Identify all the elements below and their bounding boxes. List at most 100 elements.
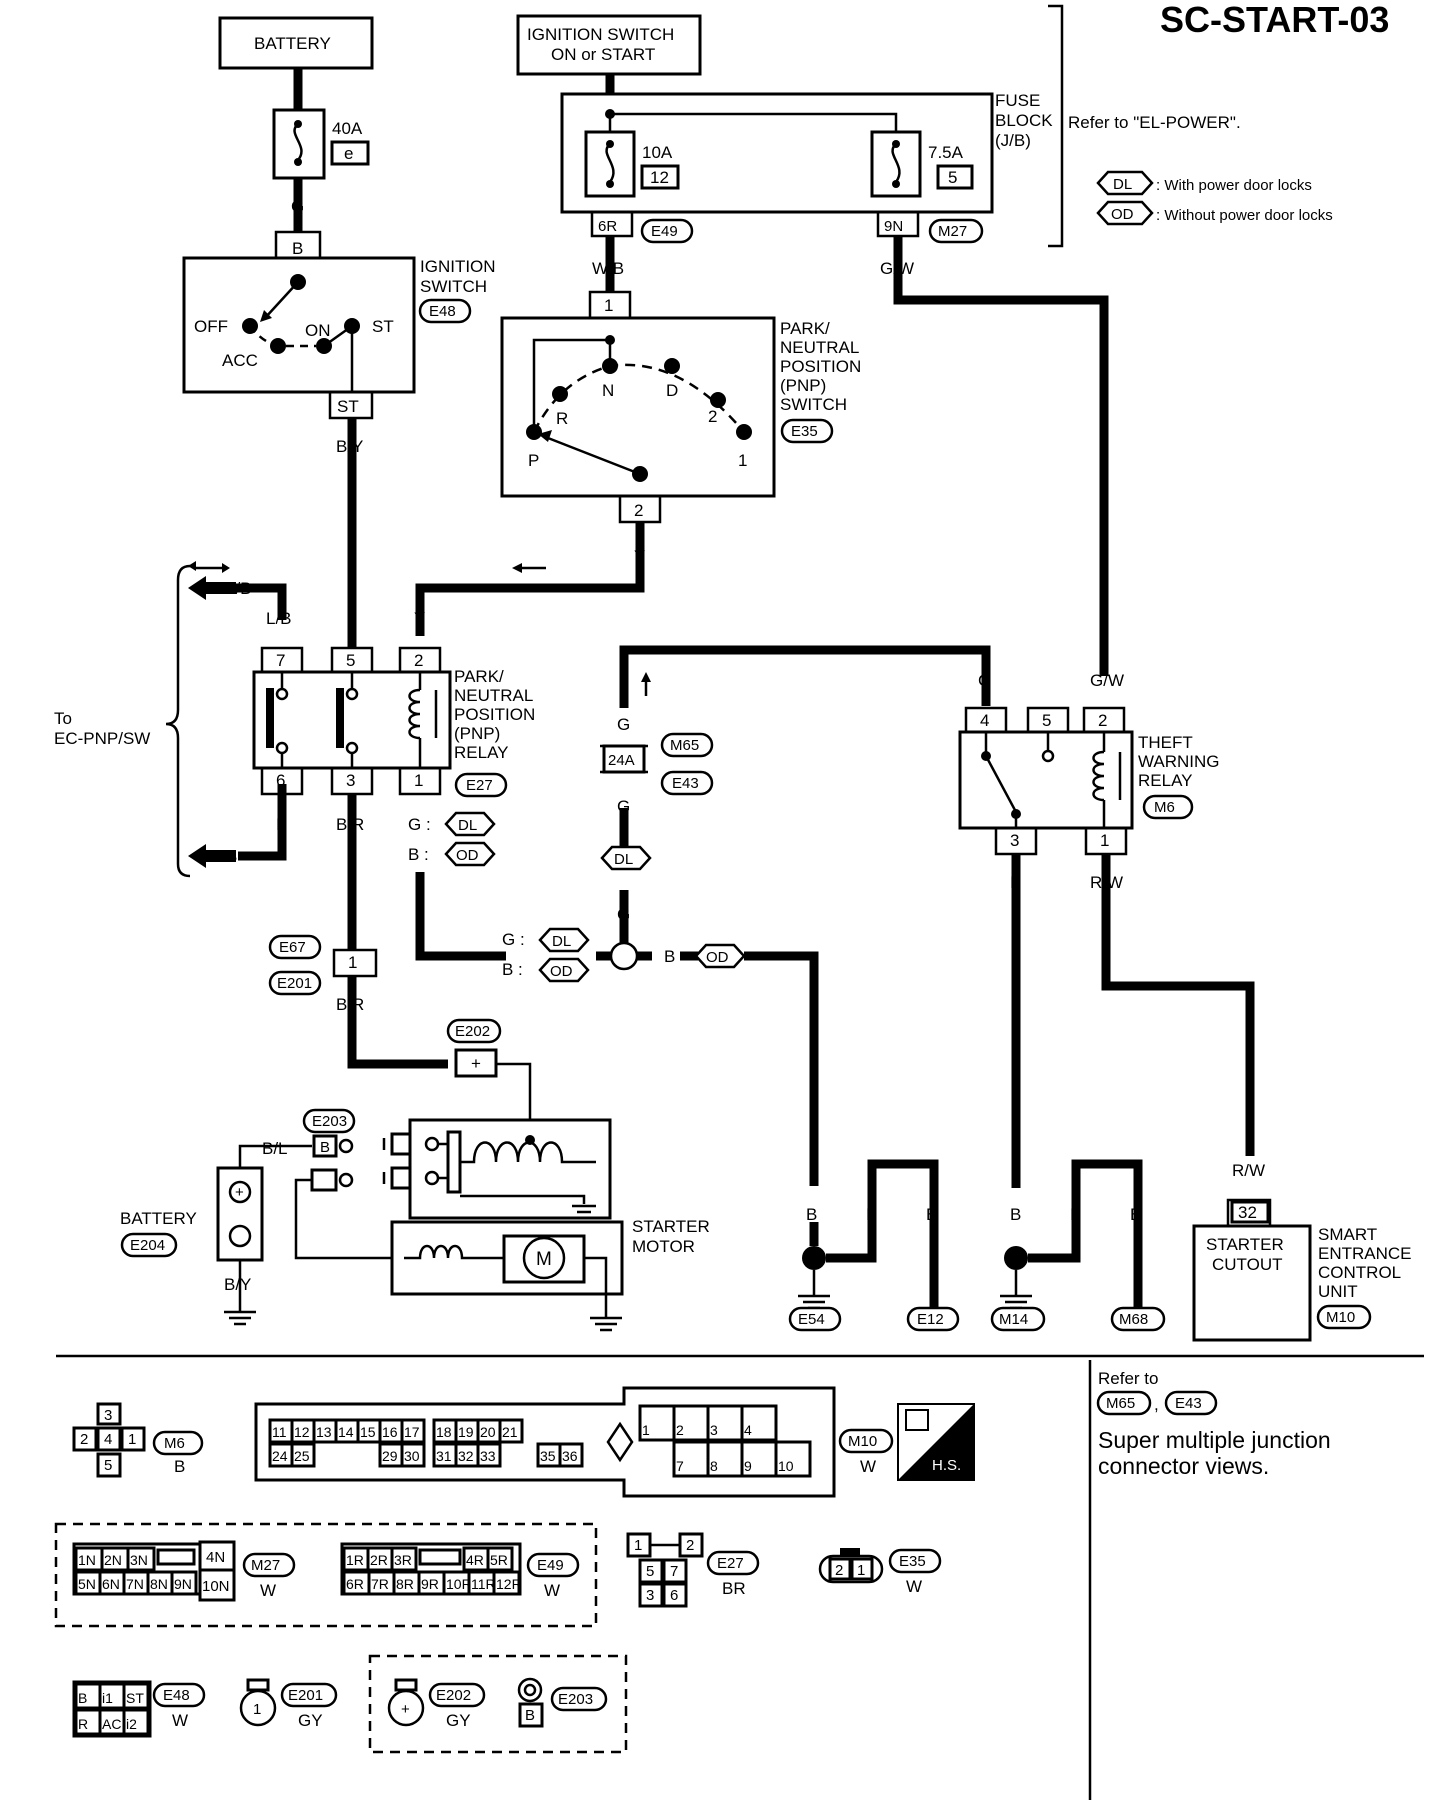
connector-pin-label: 33 — [480, 1448, 496, 1464]
opt-g-dl-mid: G : — [502, 930, 525, 949]
svg-text:B: B — [525, 1707, 535, 1724]
connector-pin-cell — [390, 1546, 418, 1572]
svg-text:+: + — [235, 1184, 244, 1201]
connector-m65-badge — [660, 732, 714, 758]
connector-pin-label: 32 — [458, 1448, 474, 1464]
connector-e43: E43 — [672, 775, 699, 792]
connector-pin-label: 12 — [294, 1424, 310, 1440]
connector-e49: E49 — [651, 223, 678, 240]
cv-e35-id: E35 — [899, 1553, 926, 1570]
wire-br-to-e202 — [347, 976, 448, 1069]
theft-pin-1: 1 — [1100, 831, 1109, 850]
svg-text:DL: DL — [1113, 176, 1132, 193]
fuse-7-5a-id: 5 — [948, 168, 957, 187]
connector-pin-label: R — [78, 1716, 88, 1732]
pnp-relay-label-1: PARK/ — [454, 667, 504, 686]
e203-pin: B — [320, 1139, 330, 1156]
pin-9n: 9N — [884, 218, 903, 235]
fuse-40a-id-box — [330, 140, 370, 166]
theft-label-2: WARNING — [1138, 752, 1220, 771]
svg-text:7: 7 — [670, 1563, 678, 1580]
dl-tag-relay — [444, 811, 496, 837]
connector-pin-cell — [638, 1404, 676, 1442]
connector-pin-label: 15 — [360, 1424, 376, 1440]
connector-pin-label: AC — [102, 1716, 121, 1732]
svg-text:DL: DL — [614, 851, 633, 868]
pnp-relay-pin-1: 1 — [414, 771, 423, 790]
refer-sep: , — [1154, 1395, 1159, 1414]
wire-label-g-e43: G — [617, 797, 630, 816]
wire-ground-e12 — [809, 1159, 939, 1310]
connector-pin-label: 3R — [394, 1552, 412, 1568]
connector-e203-badge — [302, 1108, 356, 1134]
svg-text:1: 1 — [253, 1701, 261, 1718]
connector-pin-label: 12R — [496, 1576, 522, 1592]
refer-el-power-note: Refer to "EL-POWER". — [1068, 113, 1241, 132]
connector-pin-cell — [558, 1442, 584, 1468]
pnp-switch-label-4: (PNP) — [780, 376, 826, 395]
pnp-relay-label-5: RELAY — [454, 743, 509, 762]
connector-view-e201: 1 E201 GY — [239, 1678, 338, 1730]
svg-text:2: 2 — [80, 1431, 88, 1448]
wire-lb — [234, 583, 287, 620]
arrow-y-head — [512, 563, 522, 573]
cv-e201-id: E201 — [288, 1687, 323, 1704]
unit-inner-1: STARTER — [1206, 1235, 1284, 1254]
unit-inner-2: CUTOUT — [1212, 1255, 1283, 1274]
connector-pin-label: 11 — [272, 1424, 287, 1440]
wire-label-by-battery: B/Y — [224, 1275, 251, 1294]
pnp-switch-connector: E35 — [791, 423, 818, 440]
svg-text:4N: 4N — [206, 1549, 225, 1566]
cv-m10-hs: H.S. — [932, 1457, 961, 1474]
connector-pin-label: 4 — [744, 1422, 752, 1438]
connector-pin-cell — [74, 1682, 102, 1710]
connector-pin-label: 13 — [316, 1424, 332, 1440]
wire-ground-m68 — [1028, 1159, 1143, 1310]
connector-pin-label: 7N — [126, 1576, 144, 1592]
connector-pin-label: 7R — [371, 1576, 389, 1592]
pnp-relay: 7 5 2 6 3 1 PARK/ NEUTRAL POSITION (PNP)… — [252, 646, 535, 798]
connector-pin-label: i1 — [102, 1690, 113, 1706]
connector-pin-cell — [170, 1570, 198, 1596]
cv-e27-color: BR — [722, 1579, 746, 1598]
cv-e48-color: W — [172, 1711, 188, 1730]
cv-e202-id: E202 — [436, 1687, 471, 1704]
theft-pin-5: 5 — [1042, 711, 1051, 730]
ign-label-2: SWITCH — [420, 277, 487, 296]
svg-text:M: M — [536, 1249, 552, 1270]
connector-pin-label: 9 — [744, 1458, 752, 1474]
theft-pin-4: 4 — [980, 711, 989, 730]
wire-label-bl: B/L — [262, 1139, 288, 1158]
arrow-lb-head — [188, 576, 206, 600]
connector-e43-badge — [660, 770, 714, 796]
svg-text:4: 4 — [104, 1431, 112, 1448]
svg-text:OD: OD — [1111, 206, 1134, 223]
connector-pin-label: 10 — [778, 1458, 794, 1474]
e67-pin-1: 1 — [348, 953, 357, 972]
battery-bottom-connector: E204 — [130, 1237, 165, 1254]
starter-motor: M STARTER MOTOR — [382, 1118, 710, 1332]
connector-pin-cell — [400, 1418, 426, 1444]
svg-text:+: + — [401, 1701, 410, 1718]
pnp-relay-pin-2: 2 — [414, 651, 423, 670]
ign-pin-b: B — [292, 239, 303, 258]
starter-label-2: MOTOR — [632, 1237, 695, 1256]
unit-label-3: CONTROL — [1318, 1263, 1401, 1282]
connector-view-m6: 3 2 4 1 5 M6 B — [72, 1402, 204, 1478]
connector-pin-label: 10R — [446, 1576, 472, 1592]
svg-text:OD: OD — [706, 949, 729, 966]
opt-b-od-mid: B : — [502, 960, 523, 979]
theft-label-3: RELAY — [1138, 771, 1193, 790]
e203-pin-box — [312, 1134, 338, 1158]
unit-connector: M10 — [1326, 1309, 1355, 1326]
connector-pin-label: 31 — [436, 1448, 452, 1464]
dl-tag-mid — [538, 927, 590, 953]
theft-warning-relay: 4 5 2 3 1 THEFT WARNING RELAY M6 — [958, 706, 1220, 856]
connector-pin-label: 1 — [642, 1422, 650, 1438]
fuse-block-label-2: BLOCK — [995, 111, 1053, 130]
connector-m65: M65 — [670, 737, 699, 754]
refer-note-1: Super multiple junction — [1098, 1427, 1331, 1453]
svg-text:3: 3 — [104, 1407, 112, 1424]
